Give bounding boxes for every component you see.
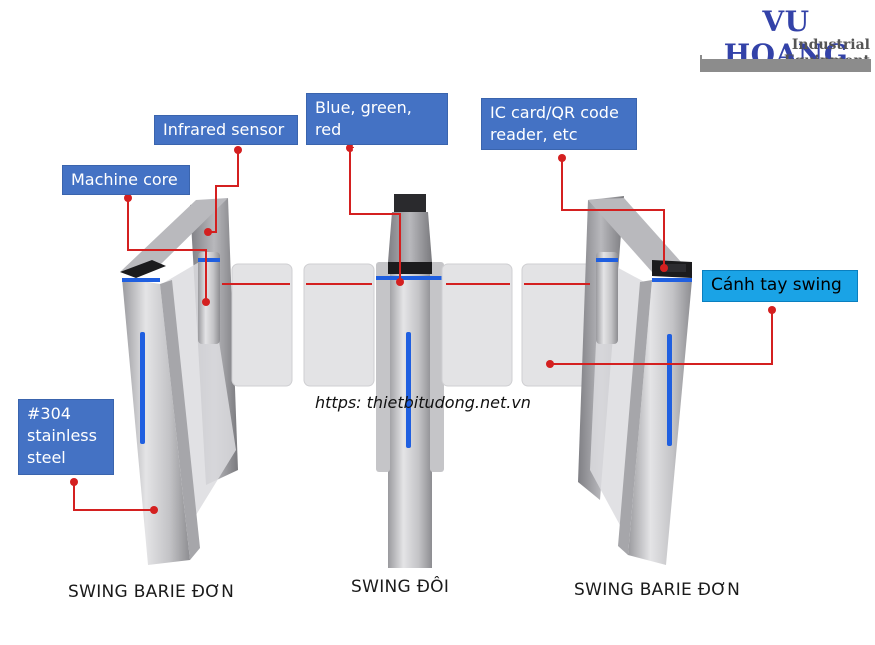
left-turnstile-front-post (122, 278, 190, 565)
swing-flap-2 (303, 263, 375, 387)
middle-turnstile-upper-body (388, 212, 432, 262)
left-turnstile-top-arm (120, 198, 228, 272)
website-url: https: thietbitudong.net.vn (315, 393, 531, 412)
callout-reader-line1: IC card/QR code (490, 103, 619, 122)
swing-flap-1 (231, 263, 293, 387)
callout-swing-arm: Cánh tay swing (702, 270, 858, 302)
dot-swing-arm (768, 306, 776, 314)
callout-infrared-sensor: Infrared sensor (154, 115, 298, 145)
callout-steel-line1: #304 (27, 404, 71, 423)
callout-machine-core-label: Machine core (71, 170, 178, 189)
dot-steel (70, 478, 78, 486)
leader-swing-arm (550, 310, 773, 365)
left-turnstile (120, 198, 238, 565)
callout-led-indicator-line2: LED indicator (315, 142, 422, 161)
callout-swing-arm-label: Cánh tay swing (711, 275, 842, 295)
middle-turnstile-back-top (394, 194, 426, 214)
callout-steel-line2: stainless (27, 426, 97, 445)
dot-infrared (234, 146, 242, 154)
right-turnstile-motor-cylinder (596, 252, 618, 344)
leader-reader (561, 158, 665, 268)
callout-reader: IC card/QR code reader, etc (481, 98, 637, 150)
logo-bar (700, 59, 871, 72)
dot-reader (558, 154, 566, 162)
leader-steel (73, 482, 154, 511)
caption-right: SWING BARIE ĐƠN (574, 580, 741, 600)
right-led-ring (596, 258, 618, 262)
dot-machine-core-end (202, 298, 210, 306)
right-turnstile (578, 196, 692, 565)
left-led-ring (198, 258, 220, 262)
leader-machine-core (127, 198, 207, 302)
middle-turnstile-right-cylinder (430, 262, 444, 472)
left-turnstile-front-inner (160, 280, 200, 560)
dot-machine-core (124, 194, 132, 202)
left-turnstile-blue-band (122, 278, 160, 282)
left-turnstile-top-cap (120, 260, 166, 278)
right-turnstile-blue-band (652, 278, 692, 282)
right-card-reader (662, 264, 686, 272)
leader-led-indicator (349, 148, 401, 282)
leader-dots (70, 144, 776, 514)
company-logo: VU HOANG Industrial Equipment (700, 3, 871, 73)
middle-led-strip (406, 332, 411, 448)
swing-flap-3 (441, 263, 513, 387)
left-turnstile-inner-panel (160, 258, 236, 515)
callout-led-indicator: Blue, green, red LED indicator (306, 93, 448, 161)
leader-lines (73, 148, 773, 511)
caption-middle: SWING ĐÔI (351, 577, 450, 597)
callout-steel-line3: steel (27, 448, 66, 467)
dot-steel-end (150, 506, 158, 514)
leader-infrared-sensor (208, 150, 239, 233)
dot-infrared-end (204, 228, 212, 236)
swing-flap-4 (521, 263, 593, 387)
callout-steel: #304 stainless steel (18, 399, 114, 475)
right-turnstile-front-post (628, 280, 692, 565)
left-led-strip (140, 332, 145, 444)
callout-infrared-sensor-label: Infrared sensor (163, 120, 285, 139)
dot-led-end (396, 278, 404, 286)
swing-flaps (231, 263, 593, 387)
callout-machine-core: Machine core (62, 165, 190, 195)
middle-turnstile-blue-band (376, 276, 444, 280)
middle-turnstile-top-cap (388, 262, 432, 274)
middle-turnstile-left-cylinder (376, 262, 390, 472)
callout-reader-line2: reader, etc (490, 125, 578, 144)
callout-led-indicator-line1: Blue, green, red (315, 98, 412, 139)
right-turnstile-front-inner (618, 280, 652, 555)
middle-turnstile (376, 194, 444, 568)
dot-led (346, 144, 354, 152)
dot-reader-end (660, 264, 668, 272)
right-led-strip (667, 334, 672, 446)
caption-left: SWING BARIE ĐƠN (68, 582, 235, 602)
dot-swing-arm-end (546, 360, 554, 368)
left-turnstile-motor-cylinder (198, 252, 220, 344)
